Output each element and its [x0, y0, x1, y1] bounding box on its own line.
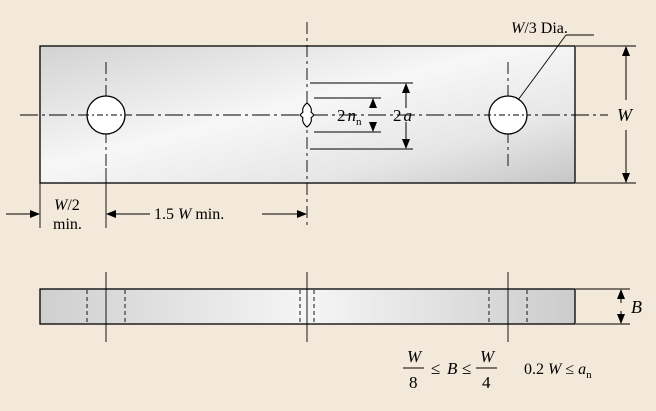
thickness-label: B [631, 297, 642, 317]
edge-dist-label: W/2 [54, 197, 80, 214]
width-label: W [617, 105, 634, 125]
plate-side-view [39, 288, 576, 325]
formula-d1: 8 [409, 373, 418, 392]
formula-d2: 4 [482, 373, 491, 392]
hole-diameter-label: W/3 Dia. [511, 20, 568, 37]
spacing-label: 1.5 W min. [154, 206, 224, 223]
formula-w1: W [407, 347, 423, 366]
thickness-formula: W 8 ≤ B ≤ W 4 0.2 W ≤ an [403, 347, 592, 392]
formula-le1: ≤ [431, 359, 440, 378]
formula-cond2: 0.2 W ≤ an [524, 361, 592, 381]
center-notch [299, 102, 315, 128]
formula-le2: ≤ [462, 359, 471, 378]
formula-w2: W [480, 347, 496, 366]
formula-b: B [447, 359, 458, 378]
hole-leader [517, 34, 567, 101]
edge-dist-min-label: min. [53, 216, 82, 233]
